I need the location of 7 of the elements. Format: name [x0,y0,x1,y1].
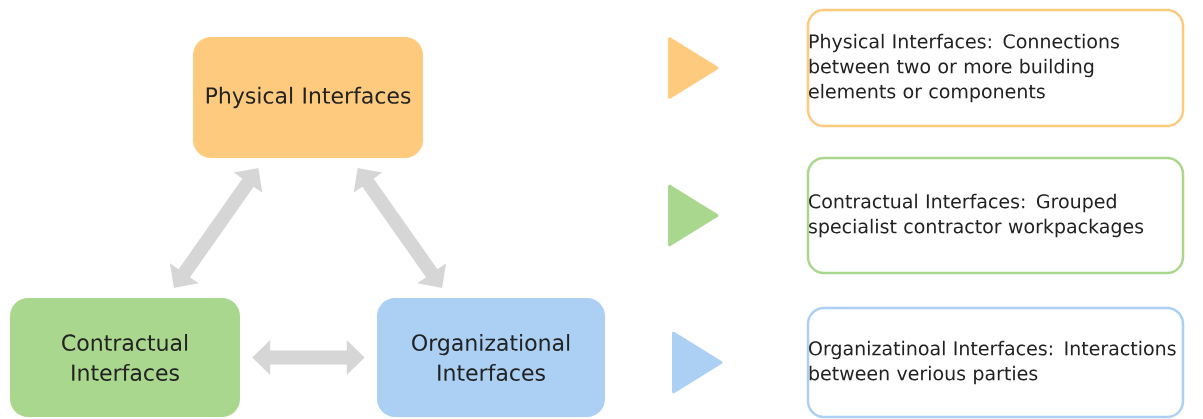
process-box: Physical Interfaces [193,37,423,158]
process-box: Organizational Interfaces [377,298,605,417]
description-box: Organizatinoal Interfaces: Interactions between verious parties [806,306,1185,419]
double-arrow [353,168,447,288]
description-box: Contractual Interfaces: Grouped specialist contractor workpackages [806,156,1185,275]
description-box: Physical Interfaces: Connections between two or more building elements or components [806,8,1185,128]
process-box: Contractual Interfaces [10,298,240,417]
